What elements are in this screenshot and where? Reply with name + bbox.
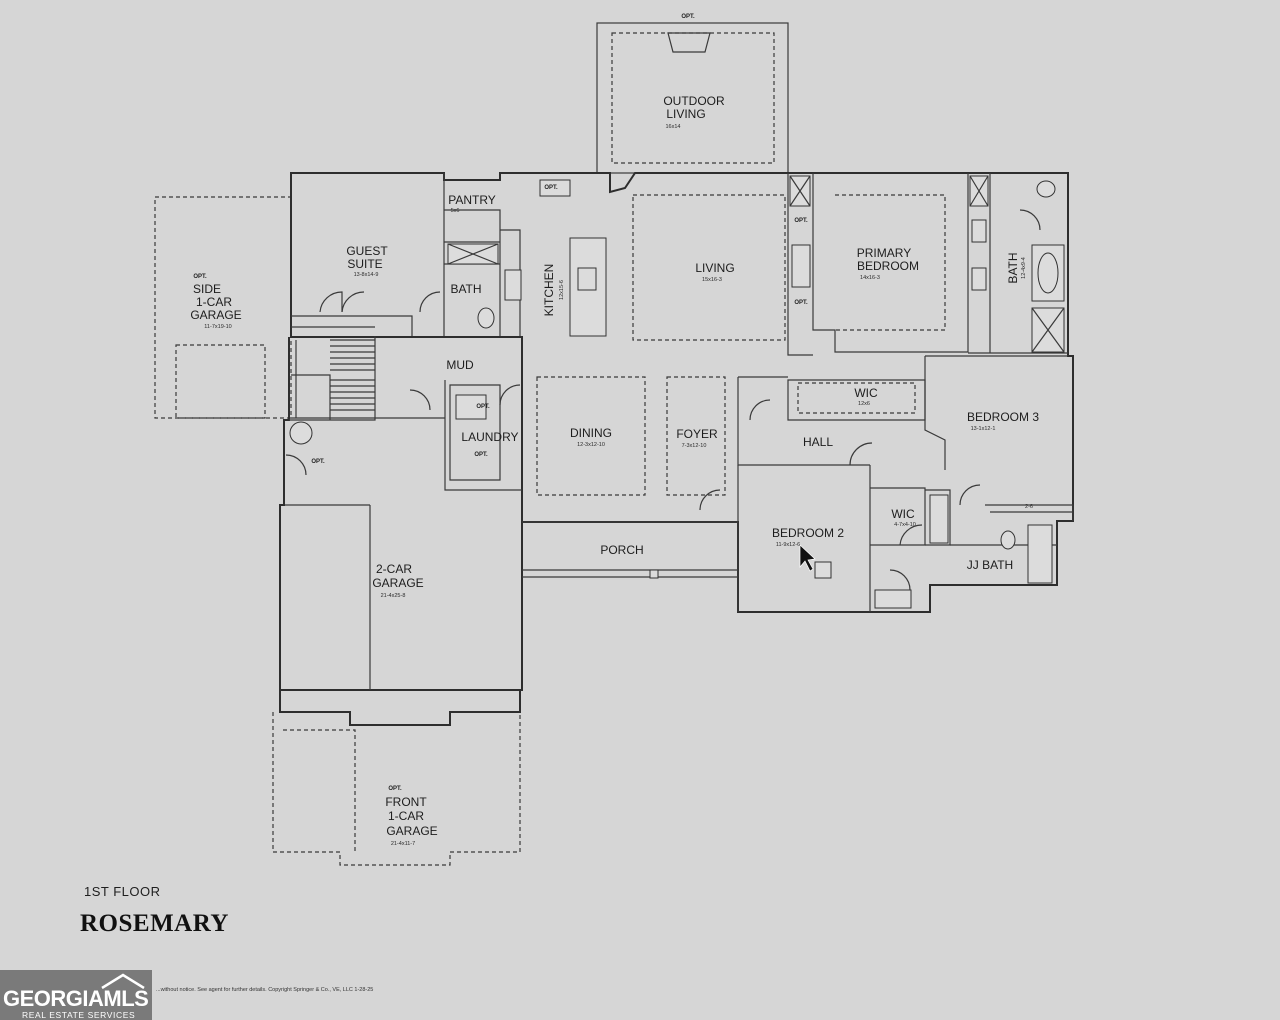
stairs bbox=[295, 339, 375, 418]
guest-name2: SUITE bbox=[347, 257, 382, 271]
outdoor-dim: 16x14 bbox=[666, 124, 681, 130]
primary-wic-dim: 12x6 bbox=[858, 401, 870, 407]
pantry-name: PANTRY bbox=[448, 193, 496, 207]
wic2-name: WIC bbox=[891, 507, 915, 521]
primary-wic-name: WIC bbox=[854, 386, 878, 400]
kitchen-name: KITCHEN bbox=[542, 264, 556, 317]
front-garage-name2: 1-CAR bbox=[388, 809, 424, 823]
mud-name: MUD bbox=[446, 358, 474, 372]
side-garage-dim: 11-7x19-10 bbox=[204, 324, 231, 330]
garage2-name2: GARAGE bbox=[372, 576, 423, 590]
laundry-name: LAUNDRY bbox=[461, 430, 518, 444]
primary-bath-name: BATH bbox=[1006, 252, 1020, 283]
opt-note-kitchen: OPT. bbox=[544, 185, 558, 191]
front-garage-outline bbox=[272, 712, 521, 866]
logo-brand: GEORGIAMLS bbox=[3, 986, 149, 1011]
primary-name1: PRIMARY bbox=[857, 246, 911, 260]
georgia-mls-logo: GEORGIAMLS REAL ESTATE SERVICES bbox=[0, 970, 152, 1020]
exterior-walls bbox=[279, 172, 1074, 726]
bedroom2-name: BEDROOM 2 bbox=[772, 526, 844, 540]
disclaimer-text: ...without notice. See agent for further… bbox=[156, 987, 374, 993]
plan-name: ROSEMARY bbox=[80, 910, 229, 937]
fixtures bbox=[289, 175, 1065, 609]
dining-name: DINING bbox=[570, 426, 612, 440]
garage2-dim: 21-4x25-8 bbox=[381, 593, 406, 599]
bedroom3-dim: 13-1x12-1 bbox=[971, 426, 996, 432]
kitchen-dim: 12x15-6 bbox=[559, 280, 565, 300]
porch-name: PORCH bbox=[600, 543, 643, 557]
primary-dim: 14x16-3 bbox=[860, 275, 880, 281]
pantry-dim: 5x6 bbox=[451, 208, 460, 214]
opt-note-living: OPT. bbox=[794, 218, 808, 224]
opt-note-living-2: OPT. bbox=[794, 300, 808, 306]
side-garage-name3: GARAGE bbox=[190, 308, 241, 322]
living-dim: 15x16-3 bbox=[702, 277, 722, 283]
bedroom3-name: BEDROOM 3 bbox=[967, 410, 1039, 424]
side-garage-name2: 1-CAR bbox=[196, 295, 232, 309]
bedroom2-dim: 11-9x12-6 bbox=[776, 542, 800, 548]
opt-note-laundry: OPT. bbox=[476, 404, 490, 410]
foyer-dim: 7-3x12-10 bbox=[682, 443, 707, 449]
ceiling-outlines bbox=[536, 376, 726, 496]
front-garage-opt: OPT. bbox=[388, 786, 402, 792]
cursor-icon bbox=[799, 544, 816, 572]
outdoor-name1: OUTDOOR bbox=[663, 94, 725, 108]
foyer-name: FOYER bbox=[676, 427, 718, 441]
dining-dim: 12-3x12-10 bbox=[577, 442, 605, 448]
front-garage-name1: FRONT bbox=[385, 795, 427, 809]
roof-icon bbox=[101, 973, 145, 989]
floor-label: 1ST FLOOR bbox=[84, 884, 161, 899]
living-name: LIVING bbox=[695, 261, 734, 275]
opt-note-laundry-2: OPT. bbox=[474, 452, 488, 458]
outdoor-name2: LIVING bbox=[666, 107, 705, 121]
porch-outline bbox=[522, 521, 738, 579]
guest-name1: GUEST bbox=[346, 244, 388, 258]
opt-note-garage: OPT. bbox=[311, 459, 325, 465]
hall-name: HALL bbox=[803, 435, 833, 449]
guest-dim: 13-8x14-9 bbox=[354, 272, 379, 278]
door-swings bbox=[285, 209, 1041, 591]
outdoor-living-outline bbox=[596, 22, 789, 174]
primary-name2: BEDROOM bbox=[857, 259, 919, 273]
logo-subtitle: REAL ESTATE SERVICES bbox=[22, 1010, 136, 1020]
front-garage-dim: 21-4x11-7 bbox=[391, 841, 415, 847]
front-garage-name3: GARAGE bbox=[386, 824, 437, 838]
primary-bath-dim: 12-4x9-4 bbox=[1021, 257, 1027, 279]
guest-bath-name: BATH bbox=[450, 282, 481, 296]
jj-bath-name: JJ BATH bbox=[967, 558, 1013, 572]
room-labels: OPT. OUTDOOR LIVING 16x14 GUEST SUITE 13… bbox=[190, 14, 1039, 847]
outdoor-opt: OPT. bbox=[681, 14, 695, 20]
side-garage-opt: OPT. bbox=[193, 274, 207, 280]
garage2-name1: 2-CAR bbox=[376, 562, 412, 576]
wic2-dim: 4-7x4-10 bbox=[894, 522, 916, 528]
bedroom3-closet-dim: 2-6 bbox=[1025, 504, 1033, 510]
side-garage-name1: SIDE bbox=[193, 282, 221, 296]
